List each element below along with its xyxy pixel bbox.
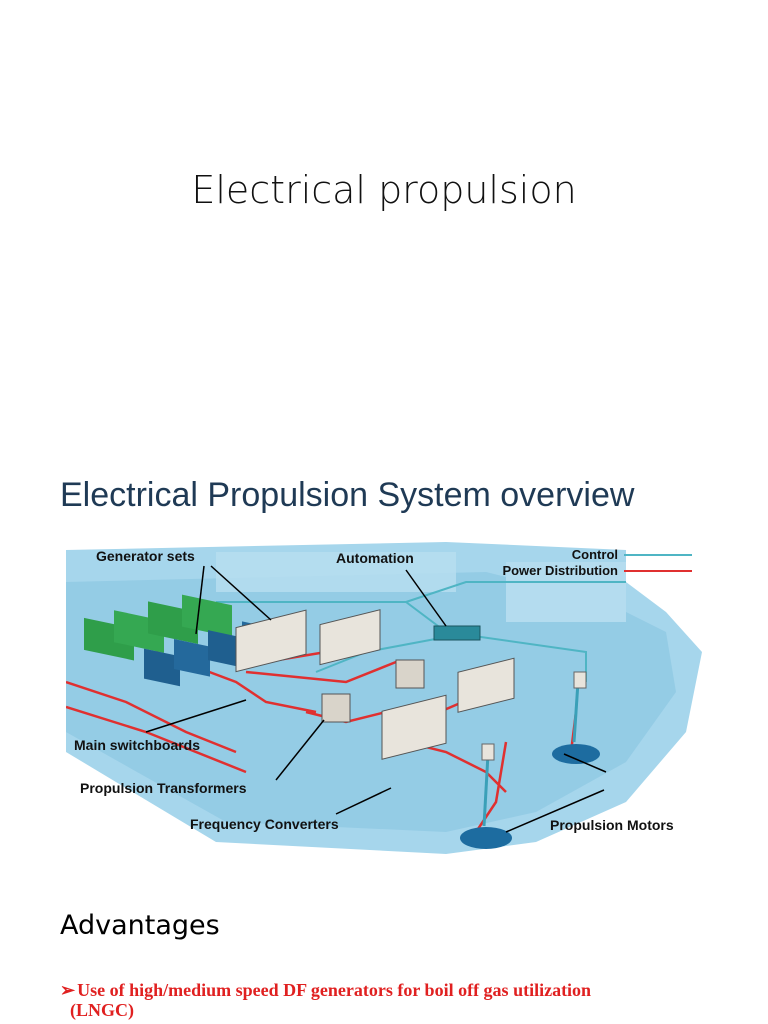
bullet-arrow-icon: ➢ — [60, 980, 76, 1000]
label-frequency-converters: Frequency Converters — [190, 816, 339, 832]
frequency-converter — [381, 694, 447, 760]
propulsion-transformer — [321, 693, 351, 723]
bullet-text-line2: (LNGC) — [70, 1000, 134, 1020]
frequency-converter — [457, 657, 515, 713]
label-generator-sets: Generator sets — [96, 548, 195, 564]
propulsion-pod — [552, 744, 600, 764]
propulsion-motors — [460, 671, 600, 849]
generator-alternator — [174, 638, 210, 677]
label-main-switchboards: Main switchboards — [74, 737, 200, 753]
generator-alternator — [144, 648, 180, 687]
automation-console — [433, 625, 481, 641]
generator-sets — [84, 594, 278, 687]
label-propulsion-transformers: Propulsion Transformers — [80, 780, 247, 796]
propulsion-diagram-svg: Generator sets Automation Main switchboa… — [65, 542, 702, 854]
section-title: Electrical Propulsion System overview — [60, 476, 635, 514]
propulsion-pod — [460, 827, 512, 849]
slide-title: Electrical propulsion — [191, 168, 577, 212]
main-switchboard — [319, 609, 381, 666]
superstructure-upper — [216, 552, 456, 592]
propulsion-transformer — [395, 659, 425, 689]
generator-alternator — [208, 630, 244, 668]
generator-engine — [182, 594, 232, 638]
superstructure — [506, 562, 626, 622]
advantages-title: Advantages — [60, 910, 220, 941]
legend-control: Control — [572, 547, 618, 562]
label-propulsion-motors: Propulsion Motors — [550, 817, 674, 833]
main-switchboard — [235, 609, 307, 673]
advantage-bullet: ➢Use of high/medium speed DF generators … — [60, 980, 740, 1020]
label-automation: Automation — [336, 550, 414, 566]
legend-power-distribution: Power Distribution — [502, 563, 618, 578]
propulsion-diagram: Generator sets Automation Main switchboa… — [65, 542, 704, 860]
cabinets — [235, 609, 515, 760]
legend: Control Power Distribution — [502, 547, 692, 578]
pointer-arrows — [145, 565, 607, 833]
bullet-text-line1: Use of high/medium speed DF generators f… — [77, 980, 592, 1000]
